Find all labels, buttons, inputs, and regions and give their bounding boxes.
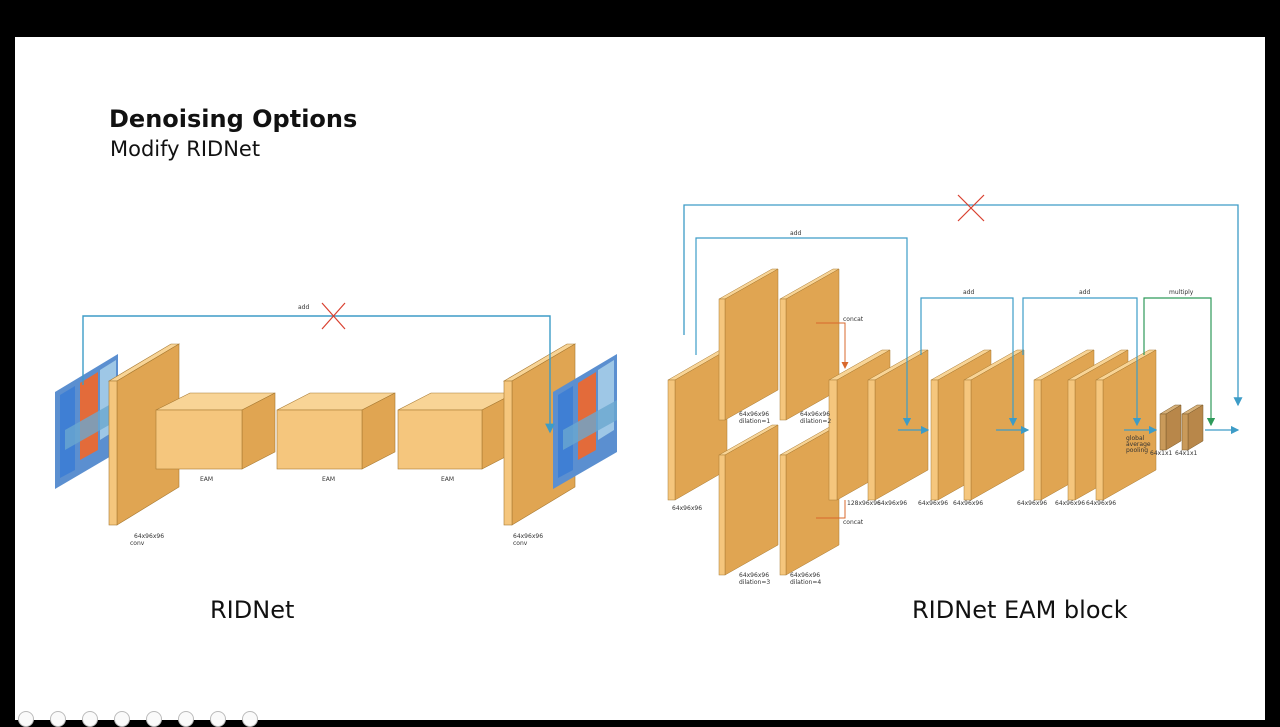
caption-eam-block: RIDNet EAM block (912, 596, 1128, 624)
gap-label-line: pooling (1126, 447, 1148, 454)
stage-dims-label: 64x96x96 (1055, 500, 1085, 507)
stage-dims-label: 64x96x96 (1086, 500, 1116, 507)
concat-label: concat (843, 519, 864, 526)
dilated-branch-4 (779, 424, 840, 576)
eam-label: EAM (200, 476, 213, 483)
stage-dims-label: 64x96x96 (918, 500, 948, 507)
stage-dims-label: 64x96x96 (877, 500, 907, 507)
residual-add-1 (920, 297, 1018, 427)
branch-dims-label: 64x96x96 (739, 572, 769, 579)
gap-dims-label: 64x1x1 (1175, 450, 1198, 457)
gap-label-line: average (1126, 441, 1151, 448)
gap-label-line: global (1126, 435, 1145, 442)
input-dims-label: 64x96x96 (672, 505, 702, 512)
branch-dilation-label: dilation=4 (790, 579, 821, 586)
conv-in-layer (107, 343, 181, 526)
dilated-branch-3 (718, 424, 779, 576)
multiply-line (1143, 297, 1216, 427)
gap-block-2 (1181, 404, 1204, 451)
ridnet-diagram: add EAM EAM EAM 64x96x96 conv 64x96x96 c… (55, 302, 617, 547)
eam-input-layer (667, 349, 728, 501)
eam-block-2 (276, 392, 396, 470)
gap-dims-label: 64x1x1 (1150, 450, 1173, 457)
conv-in-type: conv (130, 540, 145, 547)
eam-block-3 (397, 392, 516, 470)
output-image (553, 354, 617, 489)
eam-label: EAM (441, 476, 454, 483)
branch-dilation-label: dilation=1 (739, 418, 770, 425)
slide-subtitle: Modify RIDNet (110, 137, 261, 161)
add-label: add (790, 230, 801, 237)
multiply-label: multiply (1169, 289, 1194, 296)
residual-add-2 (1022, 297, 1142, 427)
nav-dot[interactable] (18, 711, 34, 727)
stage-layer (963, 349, 1025, 501)
stage-layer (1095, 349, 1157, 501)
concat-dims-label: 128x96x96 (847, 500, 881, 507)
nav-dot[interactable] (50, 711, 66, 727)
slide-title: Denoising Options (109, 105, 358, 133)
nav-dot[interactable] (146, 711, 162, 727)
stage-layer (867, 349, 929, 501)
caption-ridnet: RIDNet (210, 596, 295, 624)
gap-label: global average pooling (1126, 435, 1152, 454)
eam-block-1 (155, 392, 276, 470)
eam-add-skip (695, 237, 912, 427)
concat-arrow-top (816, 322, 849, 369)
stage-dims-label: 64x96x96 (1017, 500, 1047, 507)
branch-dims-label: 64x96x96 (739, 411, 769, 418)
nav-dot[interactable] (210, 711, 226, 727)
eam-diagram: concat concat (667, 194, 1243, 586)
skip-cross-mark (321, 302, 346, 330)
branch-dims-label: 64x96x96 (800, 411, 830, 418)
concat-arrow-bottom (816, 500, 846, 519)
stage-dims-label: 64x96x96 (953, 500, 983, 507)
skip-add-label: add (298, 304, 309, 311)
nav-dot[interactable] (178, 711, 194, 727)
conv-out-dims: 64x96x96 (513, 533, 543, 540)
add-label: add (1079, 289, 1090, 296)
concat-label: concat (843, 316, 864, 323)
outer-skip-line (683, 204, 1243, 407)
branch-dilation-label: dilation=3 (739, 579, 770, 586)
dilated-branch-2 (779, 268, 840, 421)
input-image (55, 354, 118, 489)
branch-dilation-label: dilation=2 (800, 418, 831, 425)
nav-dot[interactable] (242, 711, 258, 727)
outer-skip-cross (957, 194, 985, 222)
eam-label: EAM (322, 476, 335, 483)
dilated-branch-1 (718, 268, 779, 421)
conv-out-type: conv (513, 540, 528, 547)
branch-dims-label: 64x96x96 (790, 572, 820, 579)
add-label: add (963, 289, 974, 296)
nav-dot[interactable] (114, 711, 130, 727)
gap-block-1 (1159, 404, 1182, 451)
conv-in-dims: 64x96x96 (134, 533, 164, 540)
global-skip-line (82, 315, 555, 434)
nav-dot[interactable] (82, 711, 98, 727)
